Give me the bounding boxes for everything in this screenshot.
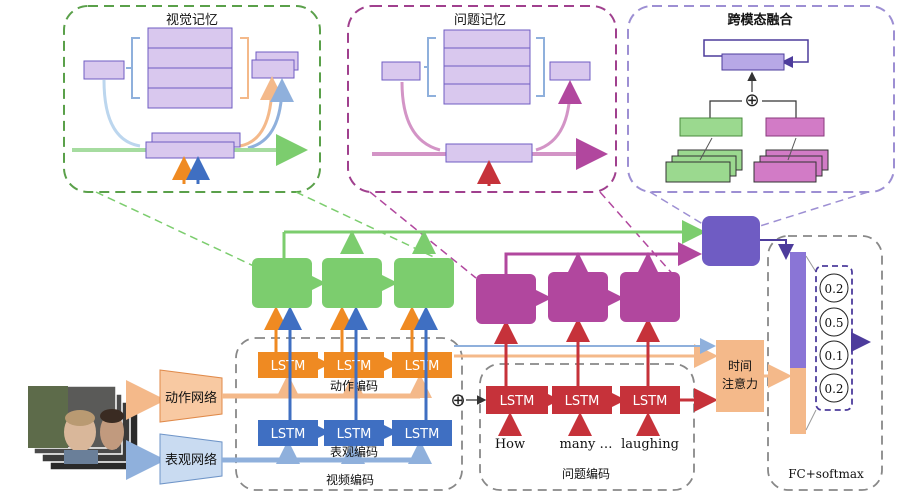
question-memory-title: 问题记忆 [454,12,506,28]
motion-encoding-label: 动作编码 [330,378,378,393]
question-lstm-cell-2: LSTM [552,386,612,414]
fc-softmax-label: FC+softmax [788,467,864,481]
network-to-lstm-stems [276,374,432,464]
appearance-lstm-cell-2: LSTM [324,420,384,446]
svg-text:0.2: 0.2 [824,282,843,296]
appearance-lstm-cell-1: LSTM [258,420,318,446]
lstm-label: LSTM [633,394,668,409]
input-video-frames [27,385,139,471]
cross-modal-fusion-title: 跨模态融合 [727,12,793,28]
probability-2: 0.5 [819,307,849,337]
appearance-network-label: 表观网络 [165,452,217,468]
motion-lstm-row: LSTM LSTM LSTM 动作编码 [258,352,452,393]
encoding-merge-plus-symbol: ⊕ [450,390,465,411]
fusion-plus-symbol: ⊕ [744,90,759,111]
motion-lstm-cell-1: LSTM [258,352,318,378]
cross-modal-fusion-panel: 跨模态融合 ⊕ [627,5,895,193]
lstm-label: LSTM [271,427,306,442]
question-encoding-label: 问题编码 [562,466,610,481]
appearance-lstm-cell-3: LSTM [392,420,452,446]
fusion-block [702,216,760,266]
temporal-attention-block: 时间 注意力 [716,340,792,412]
question-lstm-row: LSTM LSTM LSTM How many … laughing 问题编码 [486,386,718,481]
lstm-label: LSTM [337,427,372,442]
question-word-2: many … [560,437,613,452]
motion-network: 动作网络 [126,369,420,423]
lstm-label: LSTM [405,359,440,374]
video-encoding-frame [235,337,463,491]
svg-text:0.2: 0.2 [824,382,843,396]
probability-4: 0.2 [819,373,849,403]
video-encoding-label: 视频编码 [326,472,374,487]
svg-text:0.1: 0.1 [824,349,843,363]
motion-lstm-cell-2: LSTM [324,352,384,378]
appearance-network: 表观网络 [126,433,420,485]
lstm-to-magenta-arrows [494,318,660,386]
appearance-encoding-label: 表观编码 [330,444,378,459]
lstm-label: LSTM [565,394,600,409]
temporal-attention-line-1: 时间 [728,359,752,373]
temporal-attention-line-2: 注意力 [722,376,758,391]
probability-3: 0.1 [819,340,849,370]
motion-lstm-cell-3: LSTM [392,352,452,378]
motion-network-label: 动作网络 [165,390,217,406]
question-memory-blocks [476,242,702,324]
lstm-label: LSTM [271,359,306,374]
lstm-label: LSTM [405,427,440,442]
lstm-label: LSTM [500,394,535,409]
lstm-to-green-arrows [264,306,438,420]
question-memory-panel: 问题记忆 [347,5,617,193]
question-encoding-frame [479,363,695,491]
question-lstm-cell-1: LSTM [486,386,548,414]
visual-memory-panel: 视觉记忆 [63,5,321,193]
fc-softmax-output: 0.2 0.5 0.1 0.2 FC+softmax [788,252,871,481]
visual-memory-blocks [252,220,706,308]
svg-text:0.5: 0.5 [824,316,843,330]
lstm-label: LSTM [337,359,372,374]
appearance-lstm-row: LSTM LSTM LSTM 表观编码 [258,420,452,459]
output-frame [767,235,883,491]
question-lstm-cell-3: LSTM [620,386,680,414]
question-word-1: How [495,437,525,452]
probability-1: 0.2 [819,273,849,303]
question-word-3: laughing [621,437,679,452]
visual-memory-title: 视觉记忆 [166,12,218,28]
